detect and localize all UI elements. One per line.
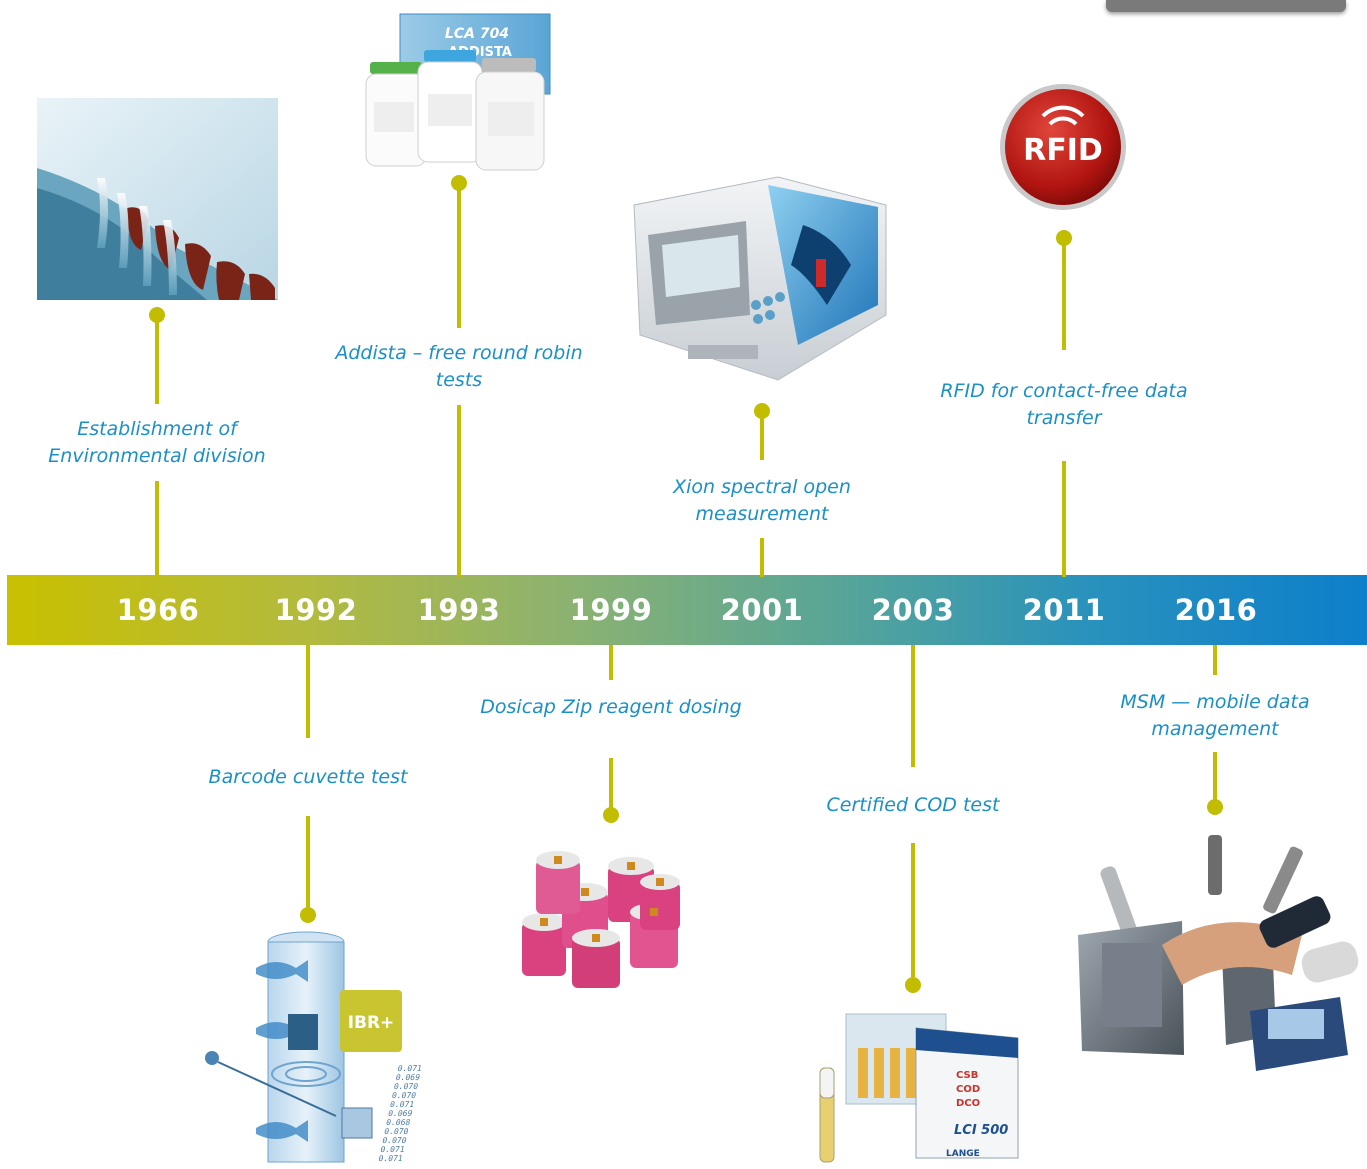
barcode-tag-text: IBR+ [348,1013,395,1033]
connector-dot-2016 [1207,799,1223,815]
year-1999: 1999 [569,593,653,627]
spectrophotometer-image [633,176,887,381]
caption-1992: Barcode cuvette test [208,766,408,788]
connector-line-1999 [609,645,613,680]
connector-dot-1966 [149,307,165,323]
year-2016: 2016 [1174,593,1258,627]
connector-dot-2003 [905,977,921,993]
connector-line-1999 [609,758,613,808]
caption-1966: Establishment of Environmental division [48,418,266,467]
connector-dot-1999 [603,807,619,823]
caption-1999: Dosicap Zip reagent dosing [480,696,742,718]
reading: 0.071 [396,1064,423,1073]
year-1993: 1993 [417,593,501,627]
connector-line-2011 [1062,461,1066,577]
addista-kit-image: LCA 704 ADDISTA [365,13,551,171]
water-weir-image [37,98,278,300]
caption-2003: Certified COD test [826,794,1000,816]
reading: 0.071 [379,1145,406,1154]
reading: 0.069 [387,1109,414,1118]
connector-line-1966 [155,481,159,577]
barcode-cuvette-image: IBR+ [205,931,402,1163]
caption-2016: MSM — mobile data management [1120,691,1310,740]
reading: 0.070 [392,1082,419,1091]
connector-line-2003 [911,645,915,767]
caption-2001: Xion spectral open measurement [673,476,851,525]
cod-line-2: COD [956,1084,980,1095]
dosicap-reagents-image [522,851,680,988]
connector-line-2001 [760,538,764,577]
cod-brand-text: LANGE [946,1149,980,1159]
top-shadow-bar [1106,0,1346,12]
connector-dot-2001 [754,403,770,419]
cod-line-3: DCO [956,1098,980,1109]
connector-line-1966 [155,320,159,404]
addista-model-text: LCA 704 [445,26,509,42]
cod-line-1: CSB [956,1070,978,1081]
year-2003: 2003 [871,593,955,627]
connector-line-2016 [1213,752,1217,800]
year-1992: 1992 [274,593,358,627]
reading: 0.071 [377,1154,404,1163]
connector-dot-2011 [1056,230,1072,246]
connector-line-1992 [306,645,310,738]
timeline-band [7,575,1367,645]
connector-dot-1992 [300,907,316,923]
mobile-data-image [1078,835,1359,1071]
connector-line-2016 [1213,645,1217,675]
rfid-badge-image: RFID [1000,84,1126,210]
connector-line-1993 [457,405,461,577]
connector-line-2011 [1062,243,1066,350]
reading: 0.070 [383,1127,410,1136]
cod-model-text: LCI 500 [954,1123,1008,1138]
connector-line-2001 [760,416,764,460]
cod-test-kit-image: CSB COD DCO LCI 500 LANGE [819,1013,1019,1163]
year-1966: 1966 [116,593,200,627]
connector-line-1993 [457,188,461,328]
connector-line-1992 [306,816,310,908]
caption-2011: RFID for contact-free data transfer [940,380,1188,429]
year-2001: 2001 [720,593,804,627]
rfid-badge-text: RFID [1023,133,1103,168]
reading: 0.071 [389,1100,416,1109]
reading: 0.068 [385,1118,412,1127]
reading: 0.070 [381,1136,408,1145]
year-2011: 2011 [1022,593,1106,627]
reading: 0.069 [394,1073,421,1082]
connector-dot-1993 [451,175,467,191]
reading: 0.070 [390,1091,417,1100]
connector-line-2003 [911,843,915,977]
caption-1993: Addista – free round robin tests [335,342,583,391]
